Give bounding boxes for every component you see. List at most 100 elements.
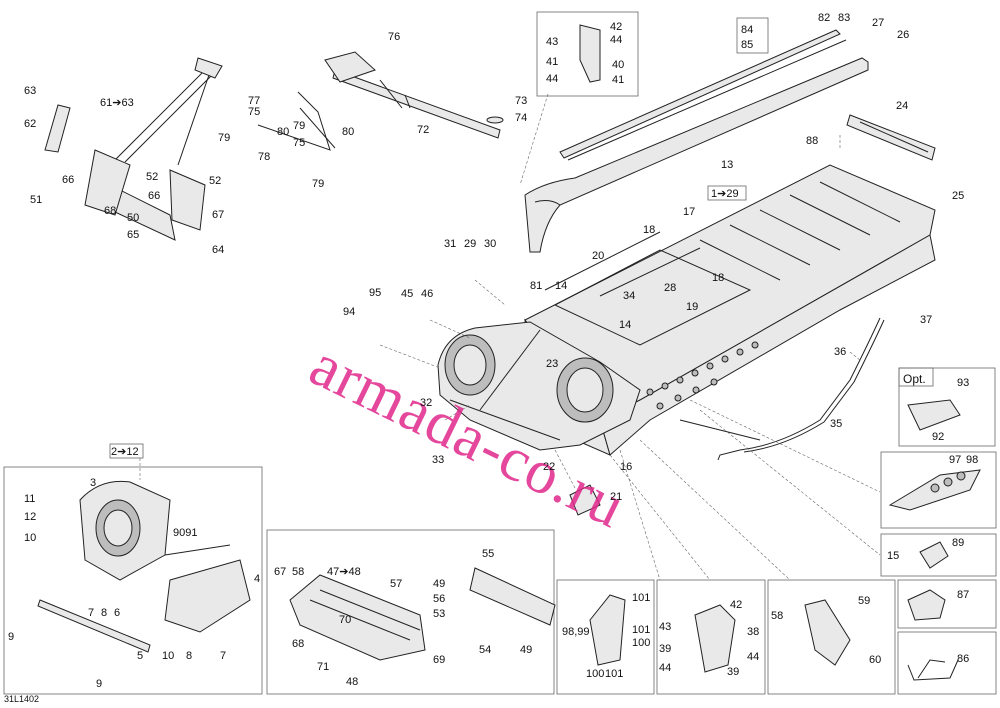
callout-c80a[interactable]: 80	[277, 126, 290, 138]
callout-c101a[interactable]: 101	[632, 592, 651, 604]
callout-c85[interactable]: 85	[741, 39, 754, 51]
callout-c15[interactable]: 15	[887, 550, 900, 562]
callout-c14a[interactable]: 14	[555, 280, 568, 292]
callout-c10a[interactable]: 10	[24, 532, 37, 544]
callout-c55[interactable]: 55	[482, 548, 495, 560]
callout-c8b[interactable]: 8	[186, 650, 193, 662]
callout-c46[interactable]: 46	[421, 288, 434, 300]
callout-c50[interactable]: 50	[127, 212, 140, 224]
callout-c79b[interactable]: 79	[218, 132, 231, 144]
callout-c3[interactable]: 3	[90, 477, 97, 489]
callout-c75b[interactable]: 75	[293, 137, 306, 149]
callout-c100b[interactable]: 100	[586, 668, 605, 680]
callout-c44d[interactable]: 44	[659, 662, 672, 674]
callout-c39b[interactable]: 39	[727, 666, 740, 678]
callout-c5[interactable]: 5	[137, 650, 144, 662]
callout-c13[interactable]: 13	[721, 159, 734, 171]
callout-c54[interactable]: 54	[479, 644, 492, 656]
callout-c68b[interactable]: 68	[292, 638, 305, 650]
callout-c77[interactable]: 77	[248, 95, 261, 107]
callout-c56[interactable]: 56	[433, 593, 446, 605]
callout-c33[interactable]: 33	[432, 454, 445, 466]
callout-c66b[interactable]: 66	[148, 190, 161, 202]
callout-c30[interactable]: 30	[484, 238, 497, 250]
callout-c28[interactable]: 28	[664, 282, 677, 294]
callout-c9899[interactable]: 98,99	[562, 626, 590, 638]
callout-c38[interactable]: 38	[747, 626, 760, 638]
callout-c69[interactable]: 69	[433, 654, 446, 666]
callout-c43b[interactable]: 43	[659, 621, 672, 633]
callout-c37[interactable]: 37	[920, 314, 933, 326]
callout-c100a[interactable]: 100	[632, 637, 651, 649]
callout-c66a[interactable]: 66	[62, 174, 75, 186]
callout-c7b[interactable]: 7	[220, 650, 227, 662]
callout-c64[interactable]: 64	[212, 244, 225, 256]
callout-c39a[interactable]: 39	[659, 643, 672, 655]
callout-c53[interactable]: 53	[433, 608, 446, 620]
callout-c24[interactable]: 24	[896, 100, 909, 112]
callout-c29[interactable]: 29	[464, 238, 477, 250]
callout-c92[interactable]: 92	[932, 431, 945, 443]
callout-c88[interactable]: 88	[806, 135, 819, 147]
callout-c7a[interactable]: 7	[88, 607, 95, 619]
callout-c31[interactable]: 31	[444, 238, 457, 250]
callout-c44a[interactable]: 44	[610, 34, 623, 46]
callout-c9b[interactable]: 9	[96, 678, 103, 690]
callout-c57[interactable]: 57	[390, 578, 403, 590]
callout-c95[interactable]: 95	[369, 287, 382, 299]
callout-c97[interactable]: 97	[949, 454, 962, 466]
callout-c19[interactable]: 19	[686, 301, 699, 313]
callout-c68a[interactable]: 68	[104, 205, 117, 217]
callout-c43a[interactable]: 43	[546, 36, 559, 48]
callout-c23[interactable]: 23	[546, 358, 559, 370]
callout-c61[interactable]: 61➔63	[100, 97, 134, 109]
callout-c6[interactable]: 6	[114, 607, 121, 619]
callout-c49b[interactable]: 49	[520, 644, 533, 656]
callout-c20[interactable]: 20	[592, 250, 605, 262]
callout-c42b[interactable]: 42	[730, 599, 743, 611]
callout-c44c[interactable]: 44	[747, 651, 760, 663]
callout-c101b[interactable]: 101	[632, 624, 651, 636]
callout-c79c[interactable]: 79	[312, 178, 325, 190]
callout-c32[interactable]: 32	[420, 397, 433, 409]
callout-c81[interactable]: 81	[530, 280, 543, 292]
callout-c60[interactable]: 60	[869, 654, 882, 666]
callout-c27[interactable]: 27	[872, 17, 885, 29]
callout-c48[interactable]: 48	[346, 676, 359, 688]
callout-c8a[interactable]: 8	[101, 607, 108, 619]
callout-c74[interactable]: 74	[515, 112, 528, 124]
callout-c63a[interactable]: 63	[24, 85, 37, 97]
callout-c76[interactable]: 76	[388, 31, 401, 43]
callout-c98[interactable]: 98	[966, 454, 979, 466]
callout-c49a[interactable]: 49	[433, 578, 446, 590]
callout-c86[interactable]: 86	[957, 653, 970, 665]
callout-c4[interactable]: 4	[254, 573, 261, 585]
callout-c22[interactable]: 22	[543, 461, 556, 473]
callout-c42a[interactable]: 42	[610, 21, 623, 33]
callout-c18b[interactable]: 18	[712, 272, 725, 284]
callout-c82[interactable]: 82	[818, 12, 831, 24]
callout-c17[interactable]: 17	[683, 206, 696, 218]
callout-c80b[interactable]: 80	[342, 126, 355, 138]
callout-c83[interactable]: 83	[838, 12, 851, 24]
callout-c89[interactable]: 89	[952, 537, 965, 549]
callout-c11[interactable]: 11	[24, 493, 36, 505]
callout-c72[interactable]: 72	[417, 124, 430, 136]
callout-c67b[interactable]: 67	[274, 566, 287, 578]
callout-c51[interactable]: 51	[30, 194, 43, 206]
callout-c9a[interactable]: 9	[8, 631, 15, 643]
callout-c73[interactable]: 73	[515, 95, 528, 107]
callout-c47[interactable]: 47➔48	[327, 566, 361, 578]
callout-c34[interactable]: 34	[623, 290, 636, 302]
callout-c21[interactable]: 21	[610, 491, 623, 503]
callout-c40[interactable]: 40	[612, 59, 625, 71]
callout-c62[interactable]: 62	[24, 118, 37, 130]
callout-c41a[interactable]: 41	[546, 56, 559, 68]
callout-c59[interactable]: 59	[858, 595, 871, 607]
callout-c101c[interactable]: 101	[605, 668, 624, 680]
callout-c84[interactable]: 84	[741, 24, 754, 36]
callout-c58a[interactable]: 58	[292, 566, 305, 578]
callout-c87[interactable]: 87	[957, 589, 970, 601]
callout-c70[interactable]: 70	[339, 614, 352, 626]
callout-c18a[interactable]: 18	[643, 224, 656, 236]
